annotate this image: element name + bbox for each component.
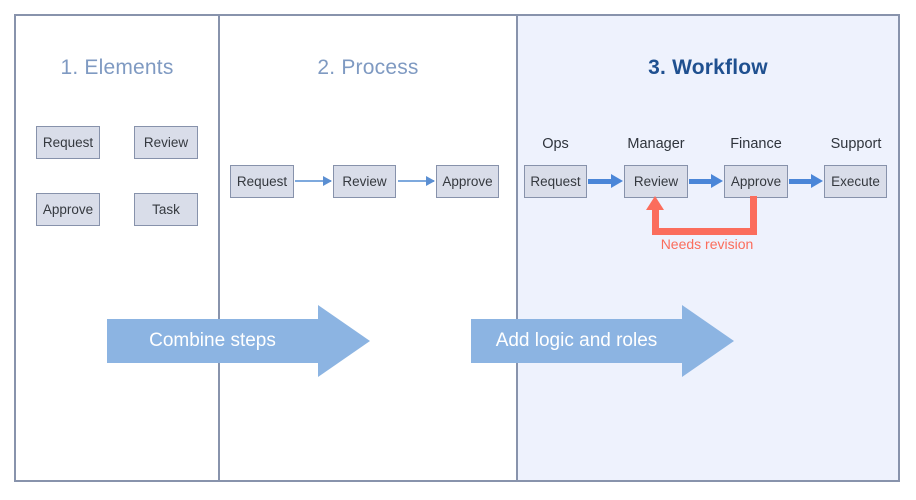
feedback-loop-segment-horizontal xyxy=(652,228,757,235)
workflow-arrow-icon xyxy=(689,174,723,188)
feedback-loop-arrow-icon xyxy=(640,196,770,240)
panel-divider xyxy=(516,16,518,480)
panel-elements: 1. Elements xyxy=(16,16,218,480)
element-node-request[interactable]: Request xyxy=(36,126,100,159)
panel-1-title: 1. Elements xyxy=(60,56,174,79)
feedback-loop-label: Needs revision xyxy=(660,236,754,252)
element-node-task[interactable]: Task xyxy=(134,193,198,226)
element-node-approve[interactable]: Approve xyxy=(36,193,100,226)
panel-divider xyxy=(218,16,220,480)
workflow-node-approve[interactable]: Approve xyxy=(724,165,788,198)
role-label-manager: Manager xyxy=(627,136,685,152)
panel-2-title: 2. Process xyxy=(317,56,419,79)
transition-arrow-head-icon xyxy=(318,305,370,377)
process-node-review[interactable]: Review xyxy=(333,165,396,198)
transition-arrow-combine-steps: Combine steps xyxy=(107,305,370,377)
transition-arrow-add-logic-and-roles: Add logic and roles xyxy=(471,305,734,377)
transition-arrow-shaft xyxy=(107,319,318,363)
workflow-node-review[interactable]: Review xyxy=(624,165,688,198)
role-label-ops: Ops xyxy=(542,136,569,152)
panel-3-title: 3. Workflow xyxy=(648,56,768,79)
workflow-arrow-icon xyxy=(588,174,623,188)
element-node-review[interactable]: Review xyxy=(134,126,198,159)
workflow-node-request[interactable]: Request xyxy=(524,165,587,198)
role-label-support: Support xyxy=(830,136,882,152)
workflow-node-execute[interactable]: Execute xyxy=(824,165,887,198)
feedback-loop-arrowhead-icon xyxy=(646,196,664,210)
transition-arrow-label: Add logic and roles xyxy=(495,330,658,351)
panel-process: 2. Process xyxy=(220,16,516,480)
process-node-approve[interactable]: Approve xyxy=(436,165,499,198)
workflow-arrow-icon xyxy=(789,174,823,188)
process-node-request[interactable]: Request xyxy=(230,165,294,198)
feedback-loop-segment-up xyxy=(652,208,659,232)
transition-arrow-label: Combine steps xyxy=(149,330,276,351)
process-arrow-icon xyxy=(295,176,332,186)
feedback-loop-segment-down xyxy=(750,196,757,235)
process-arrow-icon xyxy=(398,176,435,186)
role-label-finance: Finance xyxy=(730,136,782,152)
transition-arrow-shaft xyxy=(471,319,682,363)
panel-workflow: 3. Workflow xyxy=(518,16,898,480)
transition-arrow-head-icon xyxy=(682,305,734,377)
